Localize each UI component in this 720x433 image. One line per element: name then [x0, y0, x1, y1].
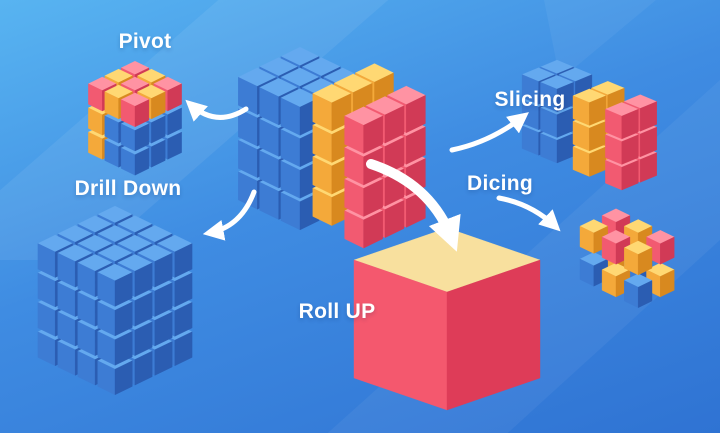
rollup-cube-illustration [353, 227, 541, 411]
dicing-arrow [496, 195, 561, 232]
drill-down-label: Drill Down [74, 177, 182, 200]
slicing-label: Slicing [494, 88, 566, 111]
pivot-arrow [185, 99, 249, 122]
roll-up-arrow [366, 159, 461, 252]
slicing-cube-illustration [521, 59, 658, 191]
drill-down-cube-illustration [37, 205, 193, 396]
dicing-cube-illustration [579, 208, 675, 309]
central-cube-illustration [237, 46, 426, 249]
arrows [185, 99, 561, 252]
roll-up-label: Roll UP [298, 300, 376, 323]
dicing-label: Dicing [467, 172, 533, 195]
slicing-arrow [449, 112, 529, 153]
diagonal-stripe [544, 0, 656, 80]
pivot-cube-illustration [87, 60, 183, 176]
drill-down-arrow [202, 189, 257, 241]
pivot-label: Pivot [118, 30, 172, 53]
